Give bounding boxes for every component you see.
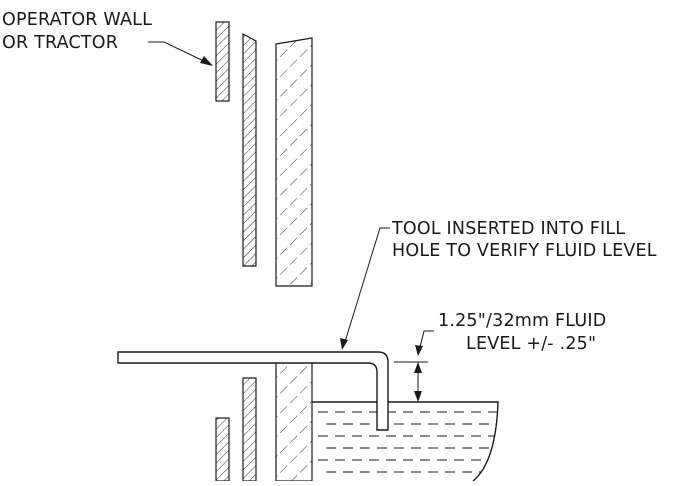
operator-wall-label-line1: OPERATOR WALL [2, 10, 152, 30]
fluid-level-label-line2: LEVEL +/- .25" [466, 334, 596, 354]
tool-label-line1: TOOL INSERTED INTO FILL [391, 219, 625, 239]
fluid-leader-arrowhead [415, 345, 423, 356]
operator-leader-arrowhead [200, 56, 213, 66]
tool-leader-arrowhead [340, 338, 348, 350]
leader-lines [148, 41, 434, 352]
tool-leader [343, 227, 390, 346]
lower-inner-plate [242, 377, 257, 482]
fluid-level-label-line1: 1.25"/32mm FLUID [438, 311, 606, 331]
fluid-body [312, 401, 499, 482]
upper-wall-section [215, 21, 313, 287]
tank-wall-upper [275, 37, 313, 287]
dipstick-tool [117, 351, 389, 431]
fluid-leader [418, 330, 434, 352]
fluid-level-dimension [394, 361, 428, 402]
operator-wall-label-line2: OR TRACTOR [2, 33, 118, 53]
lower-operator-plate [215, 417, 230, 482]
lower-wall-section [215, 361, 313, 482]
inner-wall-plate [242, 32, 257, 267]
operator-leader [148, 41, 211, 65]
tool-label-line2: HOLE TO VERIFY FLUID LEVEL [392, 241, 657, 261]
operator-wall-plate [215, 21, 230, 102]
tank-wall-lower [275, 361, 313, 482]
